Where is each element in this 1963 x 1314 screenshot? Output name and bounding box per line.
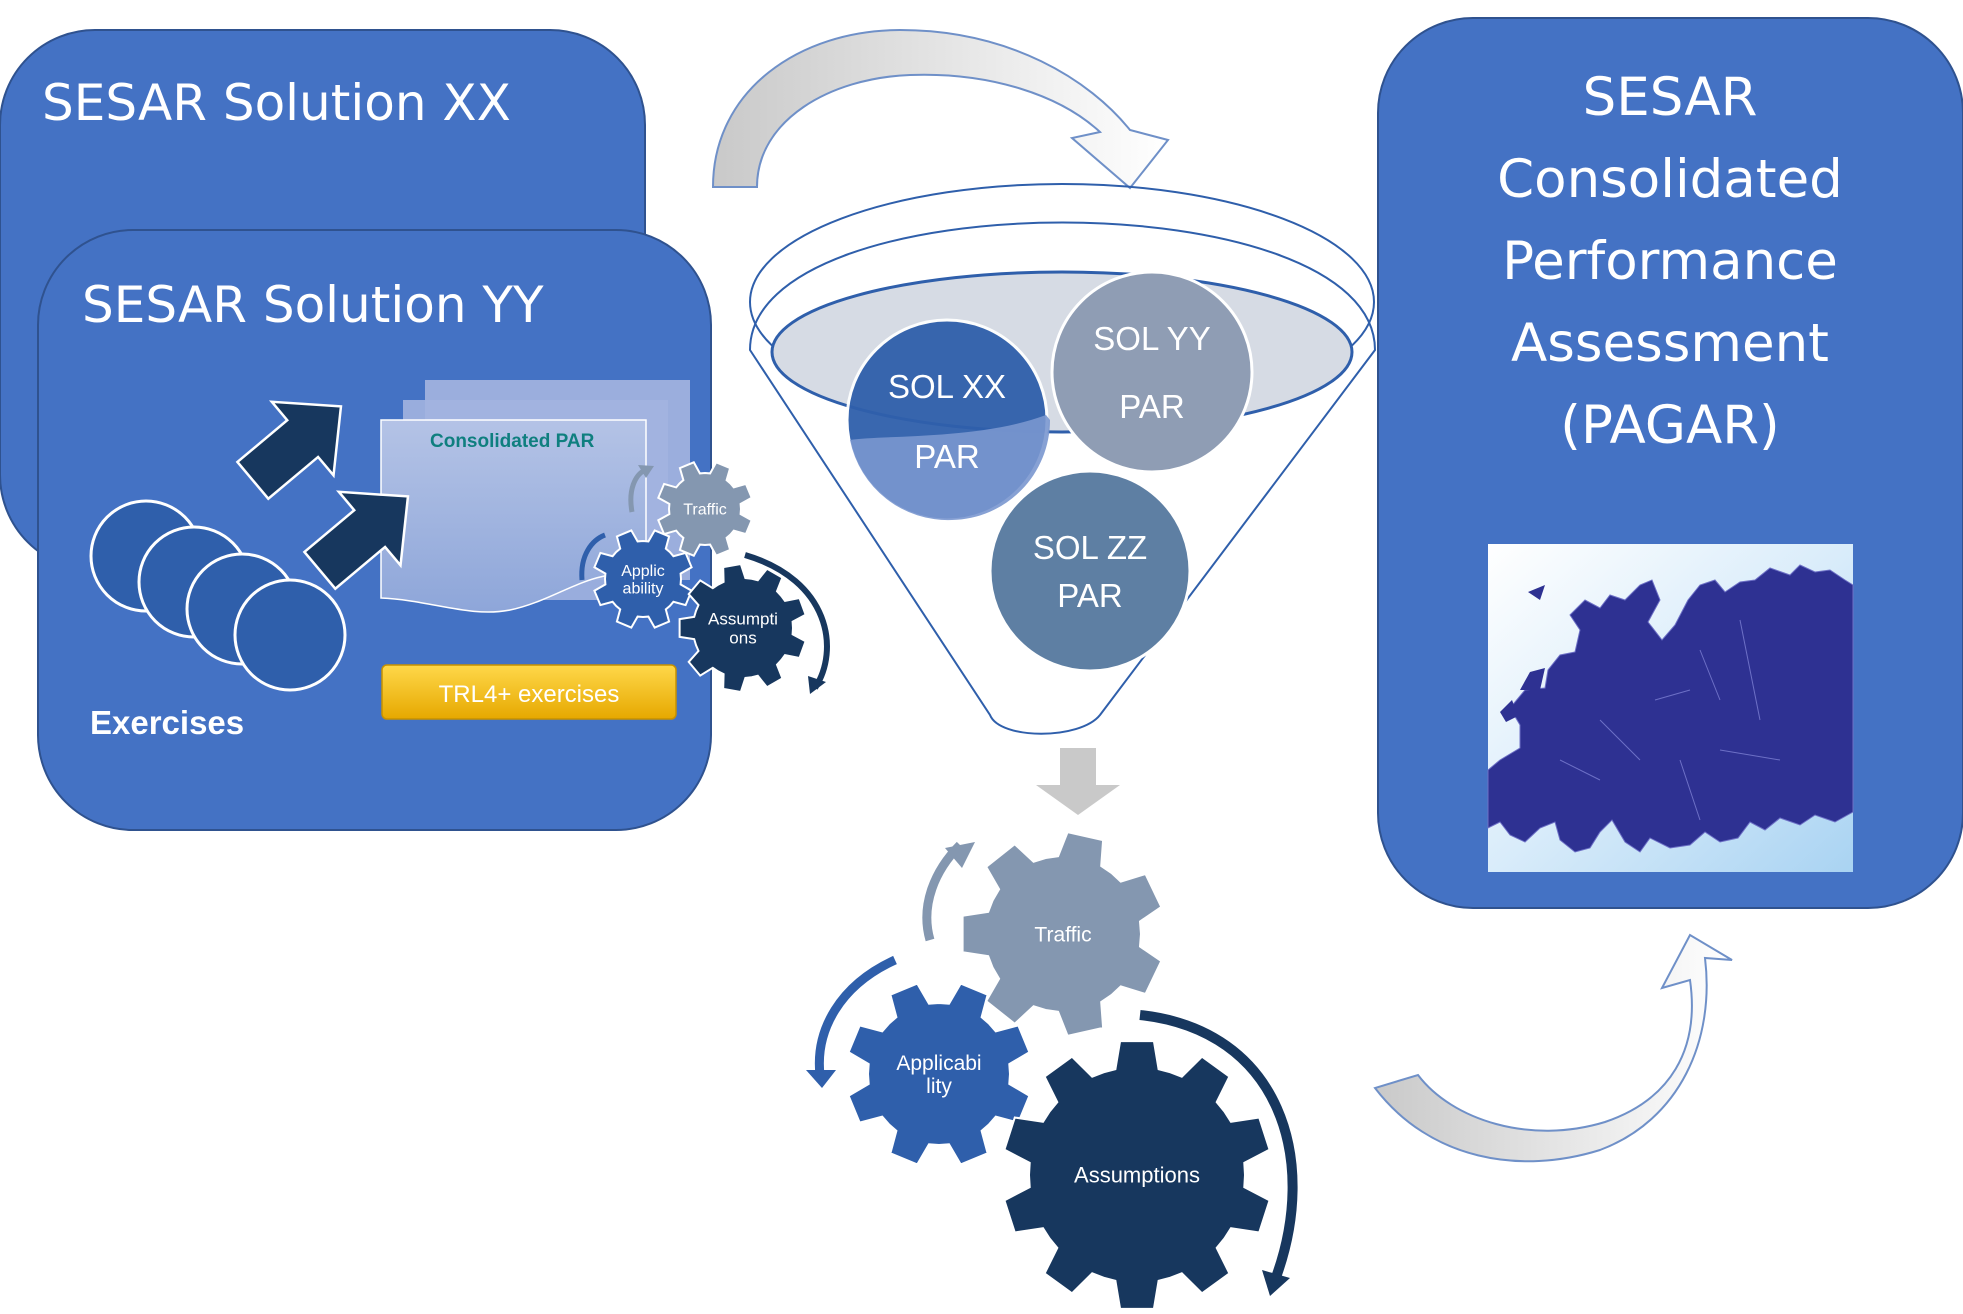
sol-xx-line2: PAR — [914, 438, 979, 475]
small-assumptions-arc-head-icon — [808, 676, 826, 694]
small-gear-applicability-label: Applic — [621, 563, 665, 580]
trl-exercises-button[interactable]: TRL4+ exercises — [381, 664, 677, 720]
pagar-line2: Consolidated — [1497, 149, 1843, 210]
large-traffic-arc-head-icon — [945, 842, 975, 868]
small-gear-traffic-label: Traffic — [683, 502, 727, 519]
sol-yy-par-circle: SOL YY PAR — [1050, 270, 1254, 474]
solution-xx-title: SESAR Solution XX — [42, 74, 511, 132]
pagar-card: SESAR Consolidated Performance Assessmen… — [1377, 17, 1963, 909]
large-gear-applicability-label: lity — [926, 1075, 952, 1098]
large-gear-traffic-label: Traffic — [1034, 923, 1091, 946]
large-gear-applicability-label: Applicabi — [896, 1052, 981, 1075]
pagar-line4: Assessment — [1511, 313, 1829, 374]
exercise-circle — [233, 578, 347, 692]
sol-yy-line2: PAR — [1119, 388, 1184, 425]
consolidated-par-label: Consolidated PAR — [430, 431, 595, 452]
large-assumptions-arc-head-icon — [1262, 1270, 1290, 1296]
europe-map-icon — [1487, 544, 1854, 872]
small-gear-assumptions: Assumptions — [678, 562, 807, 694]
small-gear-assumptions-label: Assumpti — [708, 610, 778, 629]
sol-zz-line2: PAR — [1057, 577, 1122, 614]
large-gear-assumptions-label: Assumptions — [1074, 1163, 1200, 1188]
solution-yy-title: SESAR Solution YY — [82, 276, 544, 334]
small-gear-traffic: Traffic — [657, 461, 753, 557]
large-gear-traffic: Traffic — [961, 830, 1163, 1038]
small-assumptions-arc — [744, 552, 830, 690]
trl-exercises-label: TRL4+ exercises — [439, 681, 620, 708]
pagar-line1: SESAR — [1583, 67, 1758, 128]
consolidated-par-document: Consolidated PAR — [380, 380, 690, 613]
upward-arrows — [235, 400, 410, 591]
pagar-line3: Performance — [1502, 231, 1838, 292]
down-arrow-icon — [1036, 748, 1120, 815]
small-applicability-arc — [579, 532, 607, 581]
solution-yy-card: SESAR Solution YY Consolidated PAR — [37, 229, 830, 831]
small-gear-applicability-label: ability — [623, 580, 664, 597]
exercises-label: Exercises — [90, 704, 244, 741]
large-gear-assumptions: Assumptions — [1003, 1040, 1271, 1310]
large-assumptions-arc — [1139, 1010, 1298, 1282]
bottom-curved-arrow — [1373, 933, 1733, 1163]
small-gear-assumptions-label: ons — [729, 628, 756, 647]
exercise-circles — [89, 499, 347, 692]
small-traffic-arc-head-icon — [638, 465, 654, 478]
large-applicability-arc — [814, 955, 897, 1076]
top-curved-arrow — [711, 28, 1170, 190]
sol-yy-line1: SOL YY — [1093, 320, 1210, 357]
sol-zz-par-circle: SOL ZZ PAR — [988, 469, 1192, 673]
funnel: SOL YY PAR SOL XX PAR SOL ZZ PAR — [748, 183, 1377, 735]
sol-xx-par-circle: SOL XX PAR — [845, 318, 1051, 522]
large-applicability-arc-head-icon — [806, 1070, 836, 1088]
pagar-line5: (PAGAR) — [1560, 395, 1779, 456]
sol-xx-line1: SOL XX — [888, 368, 1006, 405]
sol-zz-line1: SOL ZZ — [1033, 529, 1147, 566]
